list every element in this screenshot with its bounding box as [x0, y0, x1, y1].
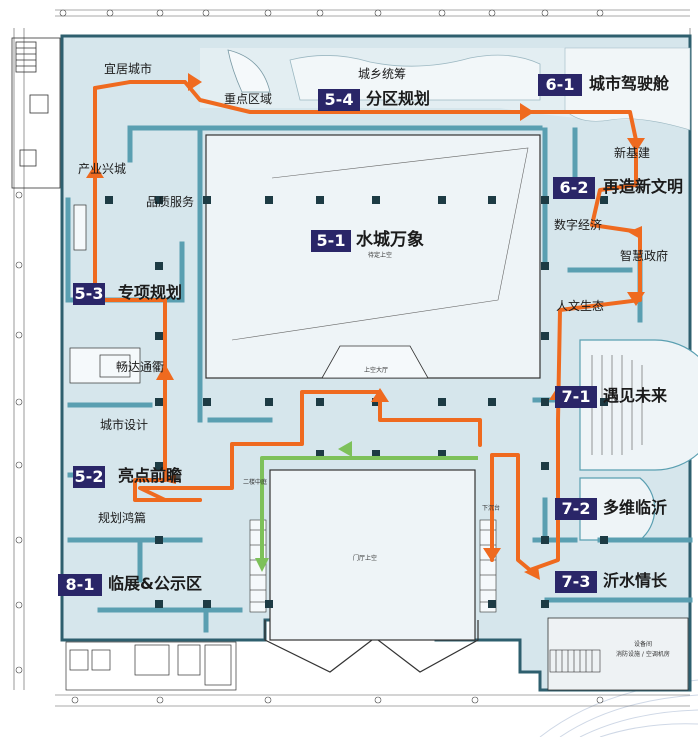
- label-chengxiang-tongchou: 城乡统筹: [358, 67, 407, 81]
- label-pinzhi-fuwu: 品质服务: [146, 195, 195, 209]
- equipment-stairs: [549, 649, 601, 673]
- route-orange: [93, 80, 642, 572]
- zone-title-5-4: 分区规划: [366, 89, 431, 108]
- label-zhongdian-quyu: 重点区域: [224, 92, 273, 106]
- axis-markers: [15, 9, 604, 704]
- zone-code-7-2: 7-2: [555, 498, 597, 520]
- zone-code-5-4: 5-4: [318, 89, 360, 111]
- label-chengshi-sheji: 城市设计: [100, 418, 149, 432]
- pod-71-seats: [591, 355, 643, 455]
- atrium-void-lines: [231, 147, 529, 341]
- label-guihua-hongpian: 规划鸿篇: [98, 511, 147, 525]
- zone-title-5-2: 亮点前瞻: [118, 466, 183, 485]
- right-top-wave: [564, 47, 691, 131]
- note-equipment-room: 设备间: [634, 641, 653, 648]
- label-yiju-chengshi: 宜居城市: [104, 62, 153, 76]
- zone-code-5-3: 5-3: [73, 283, 105, 305]
- pod-71: [579, 339, 698, 471]
- note-center-hall: 门厅上空: [353, 555, 378, 562]
- zone-title-6-2: 再造新文明: [603, 177, 684, 196]
- zone-code-5-2: 5-2: [73, 466, 105, 488]
- hall-door-right: [377, 620, 479, 673]
- zone-title-5-1: 水城万象: [356, 230, 424, 250]
- zone-title-5-3: 专项规划: [118, 283, 183, 302]
- zone-code-6-2: 6-2: [553, 177, 595, 199]
- route-green-arrow-down: [255, 558, 269, 572]
- zone-code-5-1: 5-1: [311, 230, 351, 252]
- label-zhihui-zhengfu: 智慧政府: [620, 249, 669, 263]
- label-shuzi-jingji: 数字经济: [554, 218, 603, 232]
- columns: [105, 196, 608, 608]
- zone-title-7-1: 遇见未来: [603, 386, 668, 405]
- chengxiang-wave: [289, 54, 541, 101]
- note-atrium-stage: 上空大厅: [364, 367, 389, 374]
- atrium-51: [205, 134, 541, 379]
- entrance-hall: [269, 469, 476, 641]
- note-right-stair: 下沉台: [482, 505, 501, 512]
- zone-code-7-3: 7-3: [555, 571, 597, 593]
- route-green-arrow-head: [338, 441, 352, 457]
- label-renwen-shengtai: 人文生态: [556, 299, 605, 313]
- zone-code-8-1: 8-1: [58, 574, 102, 596]
- zone-title-7-2: 多维临沂: [603, 498, 668, 517]
- zone-title-7-3: 沂水情长: [603, 571, 668, 590]
- left-service-block: [11, 37, 61, 189]
- exhibit-walls: [65, 125, 693, 633]
- zone-note-5-1: 待定上空: [368, 252, 393, 259]
- sail-shape: [227, 49, 271, 93]
- zone-title-8-1: 临展&公示区: [108, 574, 202, 593]
- zone-code-6-1: 6-1: [538, 74, 582, 96]
- zone-title-6-1: 城市驾驶舱: [589, 74, 670, 93]
- atrium-stage: [321, 345, 429, 379]
- equipment-room: [547, 617, 689, 691]
- exhibit-boxes: [69, 204, 141, 384]
- label-xin-jijian: 新基建: [614, 146, 651, 160]
- zone-code-7-1: 7-1: [555, 386, 597, 408]
- label-changda-tongqu: 畅达通衢: [116, 360, 165, 374]
- label-chanye-xingcheng: 产业兴城: [78, 162, 127, 176]
- note-left-stair: 二楼中庭: [243, 479, 268, 486]
- route-orange-arrows: [86, 73, 645, 580]
- route-orange-center: [138, 390, 482, 502]
- hall-door-left: [264, 620, 373, 673]
- route-green: [260, 456, 478, 562]
- restroom-block: [65, 641, 237, 691]
- note-equipment-detail: 消防设施 / 空调机房: [616, 651, 670, 658]
